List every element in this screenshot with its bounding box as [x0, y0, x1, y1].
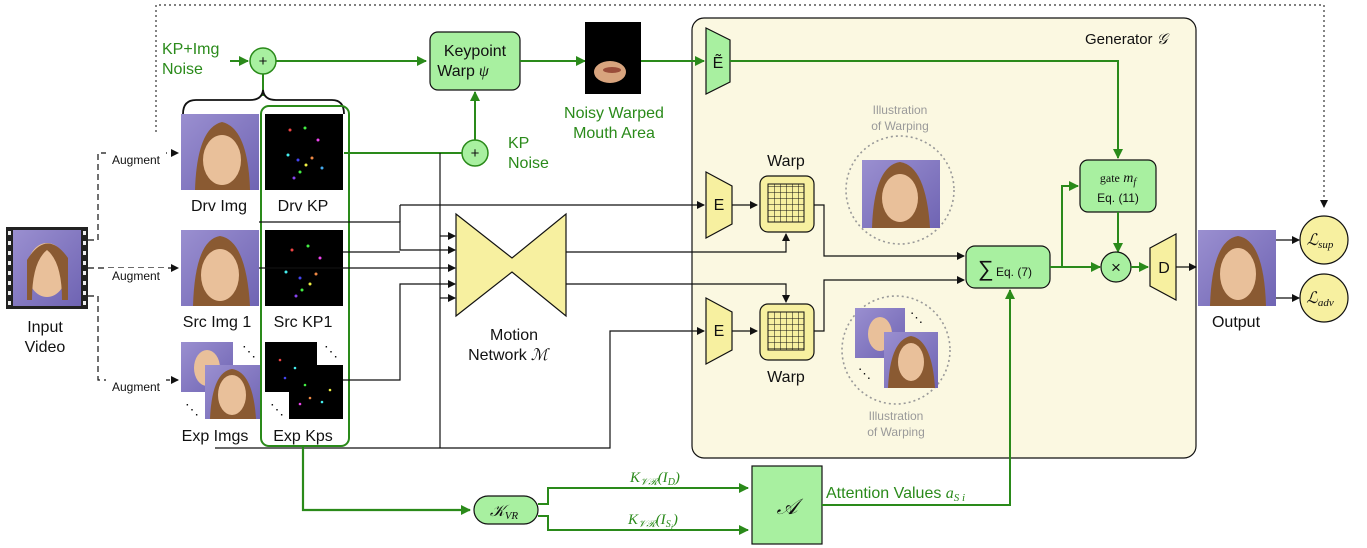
augment-label-2: Augment [112, 269, 161, 283]
keypoint-warp-box [429, 31, 521, 91]
loss-sup-node [1299, 215, 1349, 265]
drvimg-to-motion [259, 221, 456, 254]
augment-label-3: Augment [112, 380, 161, 394]
illustration-face-2: ⋱ ⋱ [855, 308, 938, 388]
motion-to-warp-top [566, 233, 790, 253]
attention-block [751, 465, 823, 545]
augment-arrow-drv [88, 149, 179, 241]
svg-text:⋱: ⋱ [242, 343, 256, 359]
kvr-is-label: K𝒱ℛ(ISi) [627, 512, 678, 532]
generator-panel [691, 17, 1197, 459]
plus-symbol-kp: + [471, 145, 480, 162]
sum-label: Eq. (7) [996, 265, 1032, 279]
motion-network-shape [455, 212, 567, 318]
warp-grid-top [767, 183, 805, 223]
exp-kps-label: Exp Kps [273, 428, 333, 445]
src-img [181, 230, 259, 306]
film-perforations [8, 231, 86, 305]
encoder-e2 [705, 296, 733, 366]
svg-text:⋱: ⋱ [185, 401, 199, 417]
svg-text:⋱: ⋱ [910, 310, 923, 325]
warp-bottom-label: Warp [767, 369, 805, 386]
decoder-d [1149, 232, 1177, 302]
kvr-to-attention-bottom [538, 515, 749, 535]
kp-column-box [260, 105, 350, 447]
svg-text:⋱: ⋱ [324, 343, 338, 359]
encoder-e2-label: E [714, 323, 725, 340]
drv-img [181, 114, 259, 190]
warp-top-label: Warp [767, 153, 805, 170]
gate-label: gate mf [1100, 171, 1137, 188]
kvr-id-label: K𝒱ℛ(ID) [629, 470, 680, 488]
e-tilde-encoder [705, 27, 731, 95]
decoder-d-label: D [1158, 260, 1170, 277]
attention-to-sum [822, 289, 1015, 506]
augment-arrow-exp [88, 295, 179, 384]
augment-bg-3 [106, 379, 166, 395]
illustration-circle-1 [845, 135, 955, 245]
svg-text:⋱: ⋱ [270, 401, 284, 417]
exp-imgs-label: Exp Imgs [182, 428, 249, 445]
motion-to-warp-bottom [566, 283, 790, 303]
exp-imgs: ⋱ ⋱ [181, 342, 260, 419]
exp-to-e2 [215, 327, 705, 449]
src-img-label: Src Img 1 [183, 314, 252, 331]
e-tilde-label: Ẽ [713, 52, 724, 72]
loss-adv-node [1299, 273, 1349, 323]
kvr-to-attention-top [538, 483, 749, 505]
encoder-e1-label: E [714, 197, 725, 214]
supervision-dotted-line [155, 4, 1328, 208]
sum-to-gate [1061, 181, 1079, 267]
sum-symbol: ∑ [978, 256, 994, 281]
exp-kps: ⋱ ⋱ [265, 342, 343, 419]
illustration-circle-2 [841, 295, 951, 405]
augment-label-1: Augment [112, 153, 161, 167]
gate-eq-label: Eq. (11) [1097, 191, 1139, 205]
times-symbol: × [1111, 258, 1121, 277]
drv-kp [265, 114, 343, 190]
warp-bottom-to-sum [814, 276, 965, 332]
curly-brace [182, 89, 345, 115]
noisy-warped-mouth-image [585, 22, 641, 94]
expimg-to-motion [343, 280, 456, 381]
input-hair [27, 243, 68, 300]
warp-top-to-sum [814, 204, 965, 260]
loss-sup-label: ℒsup [1307, 232, 1334, 251]
kps-to-kvr [301, 446, 471, 515]
augment-bg-1 [106, 152, 166, 168]
output-label: Output [1212, 314, 1261, 331]
mouth-lips [603, 67, 621, 73]
output-image [1198, 230, 1276, 306]
kvr-node [473, 495, 539, 525]
svg-text:⋱: ⋱ [858, 366, 871, 381]
etilde-to-gate-arrow [730, 60, 1123, 159]
src-kp-label: Src KP1 [274, 314, 333, 331]
drv-img-label: Drv Img [191, 198, 247, 215]
encoder-e1 [705, 170, 733, 240]
attention-values-label: Attention Values aS i [826, 485, 965, 504]
plus-symbol-top: + [259, 53, 268, 70]
illustration-face-1 [862, 160, 940, 228]
drv-kp-label: Drv KP [278, 198, 329, 215]
loss-adv-label: ℒadv [1306, 290, 1334, 309]
generator-label: Generator 𝒢 [1085, 31, 1170, 48]
augment-bg-2 [106, 268, 166, 284]
warp-grid-bottom [767, 311, 805, 351]
